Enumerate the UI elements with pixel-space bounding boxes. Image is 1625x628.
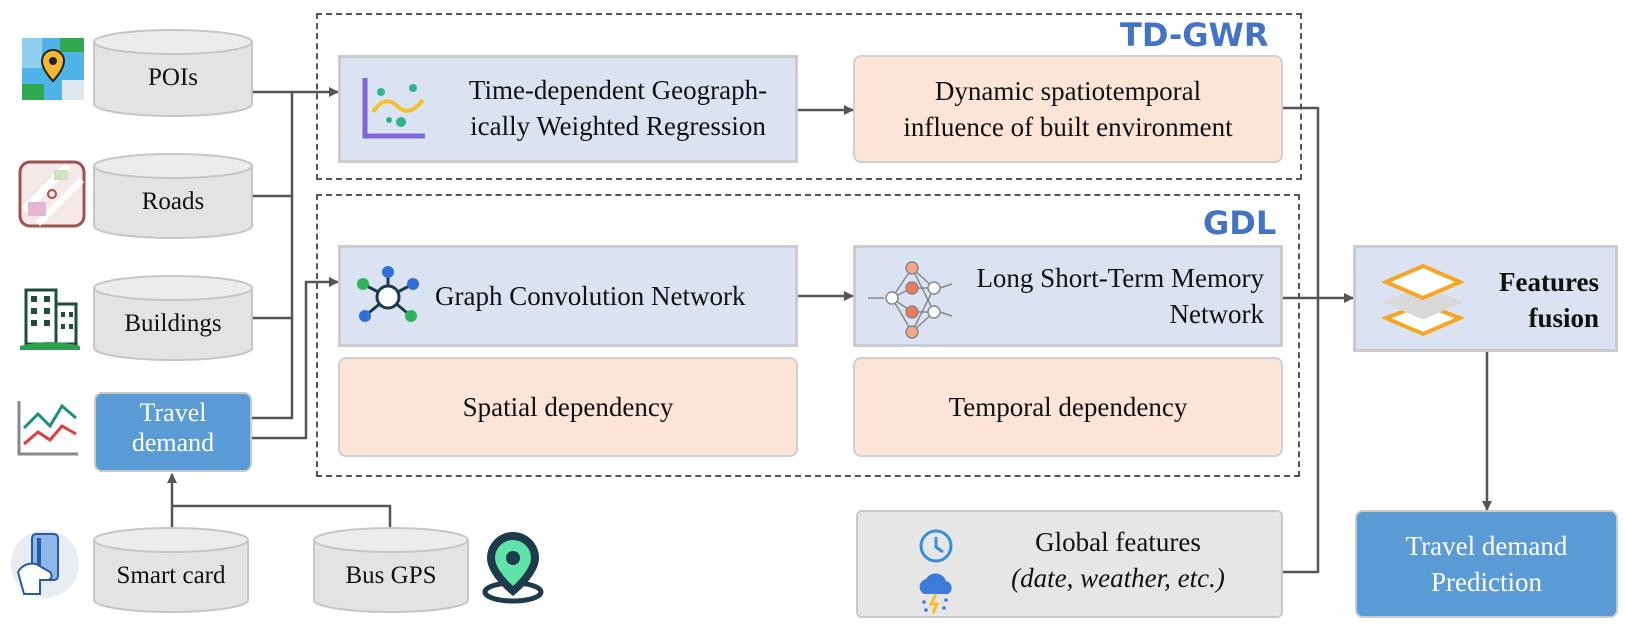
spatial-label: Spatial dependency	[462, 392, 674, 422]
travel-demand-line1: Travel	[139, 398, 207, 427]
database-icon	[313, 527, 469, 613]
road-map-icon	[18, 160, 86, 228]
location-pin-icon	[482, 532, 544, 604]
database-icon	[93, 275, 253, 361]
tdgwr-group	[316, 13, 1302, 180]
travel-demand-line2: demand	[131, 428, 215, 457]
gdl-group-title: GDL	[1203, 204, 1277, 242]
dynamic-line1: Dynamic spatiotemporal	[934, 76, 1202, 106]
fusion-line2: fusion	[1528, 303, 1599, 333]
temporal-dependency-node: Temporal dependency	[853, 357, 1283, 457]
roads-database: Roads	[92, 152, 254, 240]
tdgwr-model-line1: Time-dependent Geograph-	[468, 75, 768, 105]
gcn-node: Graph Convolution Network	[338, 245, 798, 347]
database-icon	[93, 153, 253, 239]
prediction-node: Travel demand Prediction	[1355, 510, 1618, 618]
bus-gps-database: Bus GPS	[312, 526, 470, 614]
smart-card-icon	[11, 530, 79, 598]
tdgwr-model-node: Time-dependent Geograph- ically Weighted…	[338, 55, 798, 163]
database-icon	[93, 527, 249, 613]
smart-card-label: Smart card	[116, 562, 226, 589]
map-icon	[22, 38, 84, 100]
line-chart-icon	[17, 401, 78, 456]
global-features-node: Global features (date, weather, etc.)	[856, 510, 1283, 618]
dynamic-line2: influence of built environment	[903, 112, 1233, 142]
gdl-group	[316, 194, 1300, 477]
layers-icon	[1382, 263, 1464, 337]
prediction-line1: Travel demand	[1405, 531, 1568, 561]
tdgwr-model-line2: ically Weighted Regression	[470, 111, 766, 141]
spatial-dependency-node: Spatial dependency	[338, 357, 798, 457]
bus-gps-label: Bus GPS	[345, 562, 437, 589]
buildings-database: Buildings	[92, 274, 254, 362]
lstm-node: Long Short-Term Memory Network	[853, 245, 1283, 347]
database-icon	[93, 29, 253, 117]
regression-icon	[362, 78, 425, 139]
lstm-line1: Long Short-Term Memory	[976, 263, 1264, 293]
lstm-line2: Network	[1169, 299, 1264, 329]
roads-label: Roads	[141, 188, 205, 215]
pois-database: POIs	[92, 28, 254, 118]
gcn-label: Graph Convolution Network	[435, 281, 746, 311]
pois-label: POIs	[147, 64, 198, 91]
clock-icon	[919, 529, 953, 563]
features-fusion-node: Features fusion	[1353, 245, 1618, 352]
storm-icon	[919, 573, 952, 614]
building-icon	[20, 288, 80, 350]
fusion-line1: Features	[1499, 267, 1599, 297]
smart-card-database: Smart card	[92, 526, 250, 614]
tdgwr-group-title: TD-GWR	[1120, 16, 1269, 54]
travel-demand-node: Travel demand	[94, 392, 252, 472]
neural-network-icon	[868, 261, 953, 339]
buildings-label: Buildings	[124, 310, 222, 337]
global-features-line2: (date, weather, etc.)	[1011, 563, 1225, 593]
global-features-line1: Global features	[1035, 527, 1201, 557]
dynamic-influence-node: Dynamic spatiotemporal influence of buil…	[853, 55, 1283, 163]
temporal-label: Temporal dependency	[948, 392, 1188, 422]
graph-network-icon	[357, 266, 419, 322]
prediction-line2: Prediction	[1431, 567, 1542, 597]
